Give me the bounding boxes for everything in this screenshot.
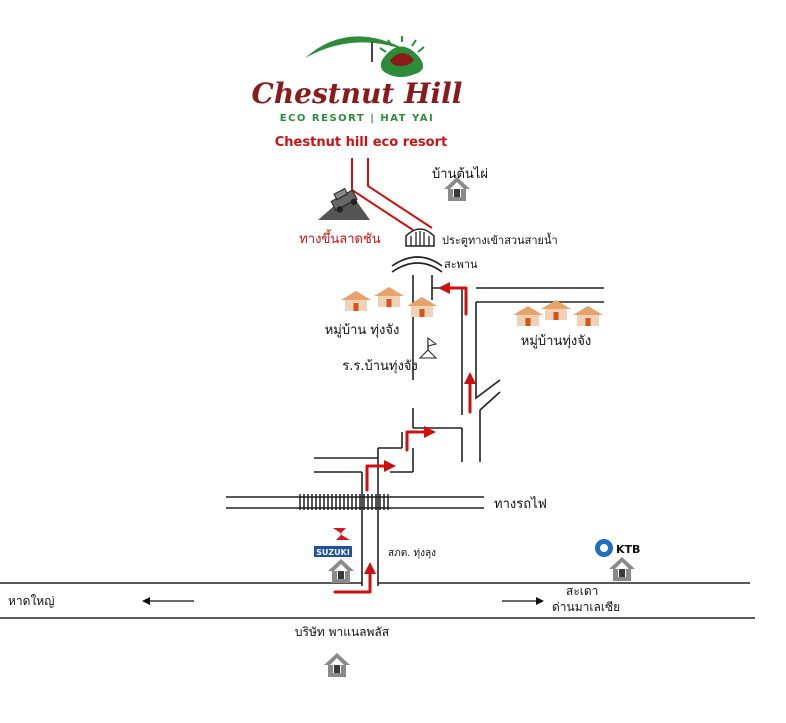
gate-icon bbox=[405, 228, 435, 247]
brand-ktb: KTB bbox=[616, 543, 640, 556]
village-left-houses bbox=[341, 287, 437, 317]
bridge bbox=[391, 256, 443, 273]
house-icon bbox=[341, 291, 371, 311]
map-title: Chestnut hill eco resort bbox=[275, 135, 447, 150]
house-icon bbox=[513, 306, 543, 326]
house-icon bbox=[541, 300, 571, 320]
jeep-icon bbox=[318, 187, 370, 220]
leaf-swoosh-icon bbox=[305, 36, 410, 62]
location-marker-icon bbox=[609, 557, 635, 581]
lower-road bbox=[314, 448, 414, 586]
label-ban-ton-phai: บ้านต้นไผ่ bbox=[432, 166, 488, 182]
label-malaysia-border: ด่านมาเลเซีย bbox=[552, 600, 620, 614]
label-company: บริษัท พาแนลพลัส bbox=[295, 625, 390, 639]
label-village-right: หมู่บ้านทุ่งจัง bbox=[521, 334, 591, 349]
logo: Chestnut Hill ECO RESORT | HAT YAI bbox=[252, 36, 463, 124]
house-icon bbox=[374, 287, 404, 307]
ktb-logo-icon bbox=[595, 539, 613, 557]
label-school: ร.ร.บ้านทุ่งจัง bbox=[342, 359, 418, 374]
label-sadao: สะเดา bbox=[566, 584, 598, 598]
label-steep-slope: ทางขึ้นลาดชัน bbox=[299, 229, 381, 247]
railway bbox=[226, 494, 484, 510]
route-arrows bbox=[333, 282, 476, 594]
location-marker-icon bbox=[328, 559, 354, 583]
highway bbox=[0, 582, 755, 619]
village-right-houses bbox=[513, 300, 603, 326]
label-bridge: สะพาน bbox=[444, 258, 478, 271]
main-road-north bbox=[377, 275, 463, 462]
label-gate: ประตูทางเข้าสวนสายน้ำ bbox=[442, 232, 558, 247]
house-icon bbox=[573, 306, 603, 326]
flag-icon bbox=[418, 337, 438, 359]
label-hat-yai: หาดใหญ่ bbox=[8, 594, 54, 608]
suzuki-logo-icon bbox=[314, 528, 352, 557]
label-railway: ทางรถไฟ bbox=[494, 496, 547, 512]
branch-road-east bbox=[432, 287, 604, 462]
location-marker-icon bbox=[324, 653, 350, 677]
label-village-left: หมู่บ้าน ทุ่งจัง bbox=[325, 323, 400, 338]
arrow-right-icon bbox=[502, 597, 544, 605]
logo-tagline: ECO RESORT | HAT YAI bbox=[280, 113, 434, 124]
logo-brand-name: Chestnut Hill bbox=[252, 77, 463, 110]
chestnut-icon bbox=[379, 36, 425, 77]
label-police: สภต. ทุ่งลุง bbox=[388, 548, 436, 559]
brand-suzuki: SUZUKI bbox=[316, 548, 350, 557]
arrow-left-icon bbox=[142, 597, 194, 605]
